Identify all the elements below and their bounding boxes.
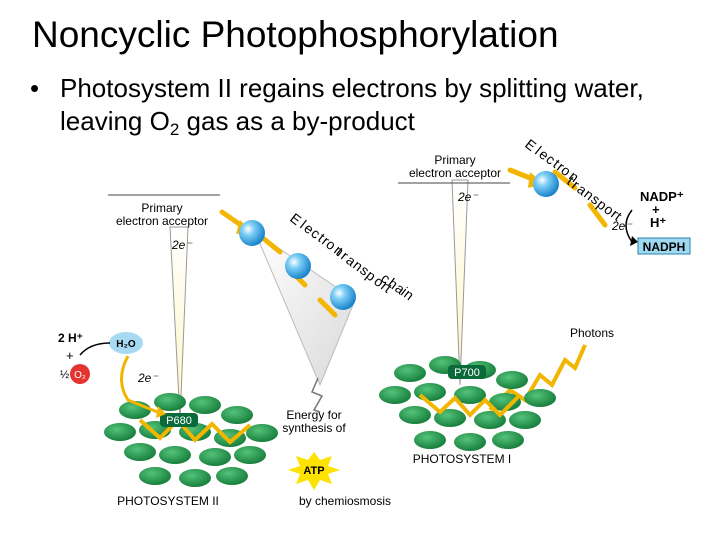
psii-disc-5 xyxy=(104,423,136,441)
atp-label: ATP xyxy=(303,465,324,477)
bullet-line-2-suffix: gas as a by-product xyxy=(179,106,415,136)
psi-disc-11 xyxy=(434,409,466,427)
psii-disc-16 xyxy=(216,467,248,485)
psii-disc-13 xyxy=(234,446,266,464)
etc-1-label: E l e c t r o n t r a n s p o r t c h a … xyxy=(287,210,417,303)
bullet-line-1: Photosystem II regains electrons by spli… xyxy=(60,73,644,103)
psii-disc-7 xyxy=(179,423,211,441)
h-plus-label: H⁺ xyxy=(650,215,666,230)
psii-disc-14 xyxy=(139,467,171,485)
acceptor-1-two-e: 2e⁻ xyxy=(171,238,193,252)
psi-disc-7 xyxy=(454,386,486,404)
psii-energy-column xyxy=(169,226,189,421)
psi-disc-5 xyxy=(379,386,411,404)
carrier-3 xyxy=(330,284,356,310)
acceptor-2-label: Primary xyxy=(434,153,475,167)
electron-carriers xyxy=(239,171,559,310)
acceptor-1-label-2: electron acceptor xyxy=(116,214,208,228)
bullet-line-2: leaving O2 gas as a by-product xyxy=(60,105,415,146)
psi-disc-10 xyxy=(399,406,431,424)
psi-energy-column xyxy=(451,179,469,386)
chemiosmosis-label: by chemiosmosis xyxy=(299,494,391,508)
o2-label: O₂ xyxy=(74,370,86,381)
bullet-line-2-prefix: leaving O xyxy=(60,106,170,136)
psi-disc-6 xyxy=(414,383,446,401)
psi-disc-14 xyxy=(414,431,446,449)
photons-label: Photons xyxy=(570,326,614,340)
psi-energy-zigzag xyxy=(418,393,522,418)
water-two-e: 2e⁻ xyxy=(137,371,159,385)
psi-disc-16 xyxy=(492,431,524,449)
nadph-arrowhead xyxy=(630,236,638,246)
p700-box xyxy=(448,365,486,379)
carrier-1 xyxy=(239,220,265,246)
photon-zigzag-icon xyxy=(488,344,587,412)
acceptor-1-label: Primary xyxy=(141,201,182,215)
carrier-2 xyxy=(285,253,311,279)
p700-label: P700 xyxy=(454,367,480,379)
page-title: Noncyclic Photophosphorylation xyxy=(32,14,559,55)
ps2-label: PHOTOSYSTEM II xyxy=(117,494,219,508)
psii-disc-10 xyxy=(124,443,156,461)
psi-disc-15 xyxy=(454,433,486,451)
psii-disc-4 xyxy=(221,406,253,424)
psii-disc-11 xyxy=(159,446,191,464)
nadph-two-e: 2e⁻ xyxy=(611,219,633,233)
psii-disc-9 xyxy=(246,424,278,442)
psii-disc-15 xyxy=(179,469,211,487)
o2-subscript: 2 xyxy=(169,120,180,139)
psii-chlorophyll-cluster xyxy=(104,393,278,487)
bullet-dot: • xyxy=(30,73,40,103)
psi-disc-8 xyxy=(489,393,521,411)
half-label: ½ xyxy=(60,369,69,381)
psii-disc-12 xyxy=(199,448,231,466)
psii-disc-3 xyxy=(189,396,221,414)
water-plus-sign: + xyxy=(66,348,74,363)
nadph-label: NADPH xyxy=(643,240,686,254)
nadp-plus-label: NADP⁺ xyxy=(640,189,684,204)
energy-label-1: Energy for xyxy=(286,408,341,422)
psi-disc-13 xyxy=(509,411,541,429)
ps1-label: PHOTOSYSTEM I xyxy=(413,452,511,466)
psii-disc-2 xyxy=(154,393,186,411)
h2o-label: H₂O xyxy=(116,339,136,350)
psi-disc-9 xyxy=(524,389,556,407)
psi-disc-4 xyxy=(496,371,528,389)
plus-sign: + xyxy=(652,202,660,217)
p680-box xyxy=(160,413,198,427)
two-h-plus-label: 2 H⁺ xyxy=(58,331,83,345)
acceptor-2-two-e: 2e⁻ xyxy=(457,190,479,204)
energy-label-2: synthesis of xyxy=(282,421,346,435)
acceptor-2-label-2: electron acceptor xyxy=(409,166,501,180)
water-molecule-icon xyxy=(109,332,143,354)
water-split-arrow xyxy=(120,355,161,415)
carrier-4 xyxy=(533,171,559,197)
p680-label: P680 xyxy=(166,415,192,427)
psii-energy-zigzag xyxy=(138,417,252,445)
nadph-box xyxy=(637,237,691,255)
atp-starburst-icon xyxy=(288,452,340,490)
water-h-arrow xyxy=(79,342,111,356)
psi-disc-1 xyxy=(394,364,426,382)
nadph-arrow xyxy=(625,209,633,243)
oxygen-icon xyxy=(70,364,90,384)
water-split-arrowhead xyxy=(156,406,166,418)
lightning-icon xyxy=(311,377,324,413)
